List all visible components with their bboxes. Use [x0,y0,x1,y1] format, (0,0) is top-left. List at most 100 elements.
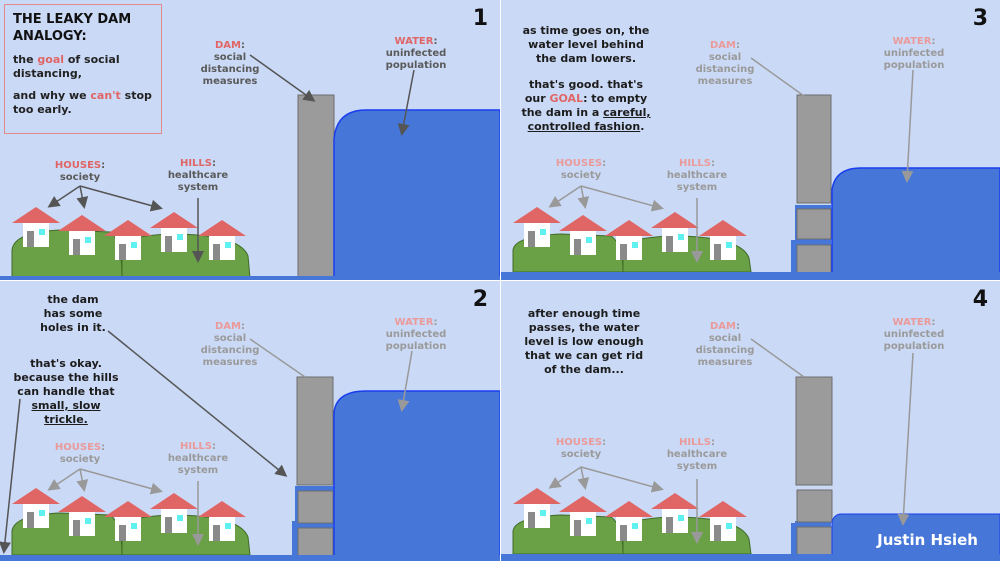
water-arrow [901,69,914,183]
house [651,493,699,533]
water-arrow [397,350,413,412]
author-credit: Justin Hsieh [877,531,978,549]
house [605,501,653,541]
house [198,220,246,260]
houses-label: HOUSES:society [54,442,106,465]
house-door [119,244,126,260]
panel-4-scene [501,338,1000,561]
water-arrow [397,69,415,136]
ground-water [501,554,1000,561]
house-window [726,242,732,248]
panel-2-text-a: the dam has some holes in it. [40,293,106,334]
dam-middle [796,208,832,240]
house-roof [699,501,747,517]
water [831,513,1000,561]
house-roof [58,496,106,512]
houses-arrow [577,185,590,209]
house-wall [570,512,596,536]
house-wall [710,236,736,260]
house-roof [12,207,60,223]
house-window [726,523,732,529]
house-roof [605,501,653,517]
panel-1: THE LEAKY DAM ANALOGY: the goal of socia… [0,0,500,280]
house-wall [115,236,141,260]
hills-label: HILLS:healthcare system [167,441,229,476]
hills-label: HILLS:healthcare system [167,158,229,193]
dam-middle [297,490,334,524]
dam-bottom [796,244,832,278]
ground-water [0,555,500,561]
trickle-arrow [0,398,21,554]
house [104,501,152,541]
house-roof [104,220,152,236]
panel-3: 3 as time goes on, the water level behin… [501,0,1000,280]
dam-top [296,376,334,486]
house [58,215,106,255]
house-window [177,515,183,521]
panel-4-text-a: after enough time passes, the water leve… [524,307,644,376]
house-window [586,518,592,524]
house-door [528,512,535,528]
house-door [73,520,80,536]
houses-label: HOUSES:society [54,160,106,183]
house-window [678,515,684,521]
panel-2-text-b: that's okay. because the hills can handl… [13,357,119,426]
dam-arrow [249,54,316,102]
dam [297,94,335,280]
house-roof [559,215,607,231]
subtitle-line-1: the goal of social distancing, [13,53,120,80]
house-door [714,244,721,260]
title-box: THE LEAKY DAM ANALOGY: the goal of socia… [4,4,162,134]
house-door [528,231,535,247]
house-roof [699,220,747,236]
house-wall [69,512,95,536]
house-roof [513,488,561,504]
house-door [574,239,581,255]
houses-label: HOUSES:society [555,158,607,181]
house [104,220,152,260]
house [12,207,60,247]
house-window [39,510,45,516]
house [559,496,607,536]
panel-number: 3 [972,6,988,31]
houses-arrow [79,185,163,212]
house-door [73,239,80,255]
houses-arrow [548,466,582,489]
house [699,501,747,541]
houses-arrow [79,468,163,495]
house-window [85,518,91,524]
water-label: WATER:uninfected population [385,317,447,352]
house-wall [115,517,141,541]
dam-label: DAM:social distancing measures [200,40,260,87]
panel-number: 4 [972,287,988,312]
house-window [131,242,137,248]
house-roof [198,501,246,517]
house-door [666,517,673,533]
dam-arrow [750,57,805,97]
house-wall [209,236,235,260]
house [58,496,106,536]
house-door [27,512,34,528]
house-roof [104,501,152,517]
houses-arrow [580,466,664,493]
house-window [540,229,546,235]
house-wall [662,509,688,533]
house-window [39,229,45,235]
houses [12,488,246,541]
house-roof [651,493,699,509]
water-label: WATER:uninfected population [385,36,447,71]
house-window [632,242,638,248]
water [831,167,1000,280]
house-wall [209,517,235,541]
house-door [620,244,627,260]
house-window [85,237,91,243]
house-roof [58,215,106,231]
house-roof [559,496,607,512]
house-wall [23,223,49,247]
house-door [620,525,627,541]
panel-4: 4 after enough time passes, the water le… [501,281,1000,561]
house-wall [662,228,688,252]
holes-arrow [107,330,288,477]
panel-1-scene [0,54,500,280]
water-label: WATER:uninfected population [883,36,945,71]
